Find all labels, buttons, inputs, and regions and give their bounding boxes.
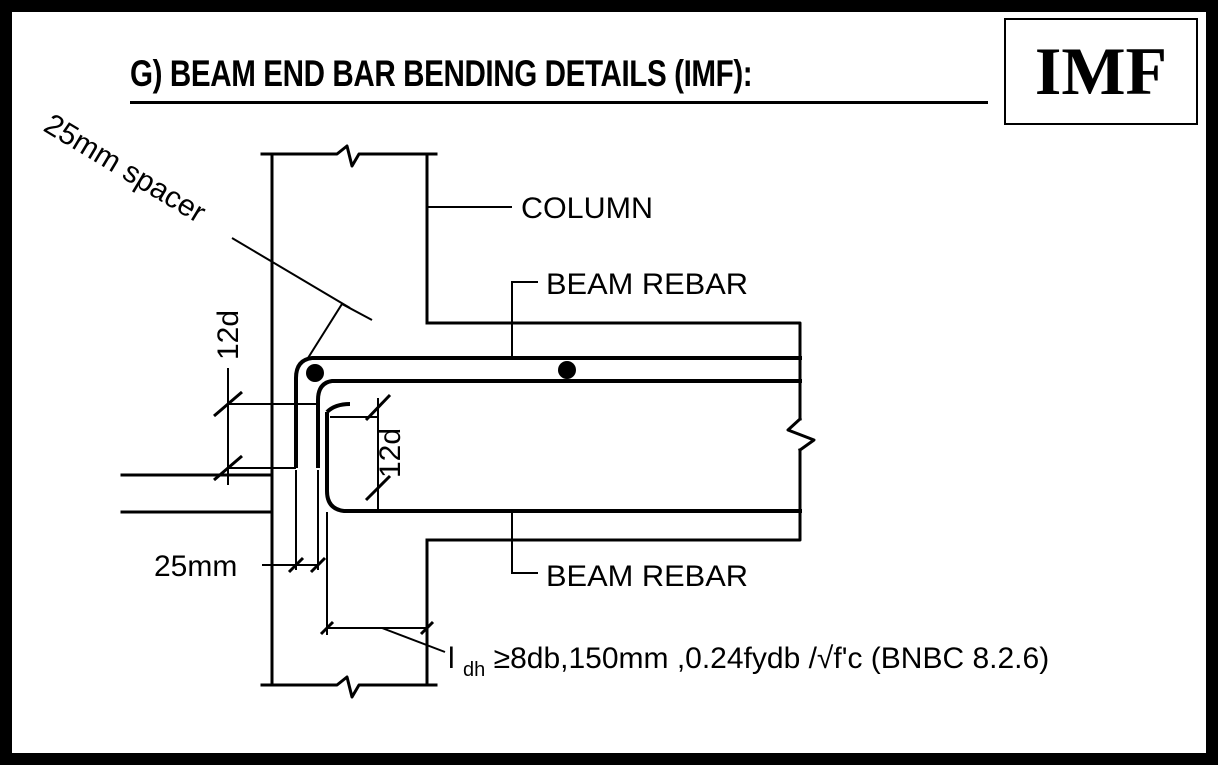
formula-main: ≥8db,150mm ,0.24fydb /√f'c (BNBC 8.2.6) xyxy=(494,642,1050,675)
imf-badge: IMF xyxy=(1004,18,1198,125)
page-title: G) BEAM END BAR BENDING DETAILS (IMF): xyxy=(130,53,753,94)
bottom-rebar-outer xyxy=(325,412,802,513)
bottom-rebar-hook-top xyxy=(325,402,351,414)
spacer-dim-line xyxy=(307,302,373,359)
formula-subscript: dh xyxy=(463,659,485,681)
tick-12d-inner-top xyxy=(364,393,392,422)
tick-25mm-right xyxy=(309,556,327,574)
formula-l: l xyxy=(448,642,455,675)
beam-break xyxy=(786,416,816,453)
beam-rebar-top-leader xyxy=(511,281,538,358)
label-ldh-formula: l dh ≥8db,150mm ,0.24fydb /√f'c (BNBC 8.… xyxy=(448,642,1049,683)
dim-ldh-leader xyxy=(381,627,446,653)
top-rebar-outer xyxy=(294,356,802,468)
column-bottom-break xyxy=(260,675,438,699)
tick-12d-inner-bottom xyxy=(364,474,392,502)
spacer-leader xyxy=(231,237,351,309)
label-beam-rebar-bottom: BEAM REBAR xyxy=(546,560,748,593)
top-rebar-inner xyxy=(316,379,802,468)
tick-ldh-left xyxy=(319,620,335,636)
label-12d-left: 12d xyxy=(212,310,245,360)
label-column: COLUMN xyxy=(521,192,653,225)
beam-right-edge-lower xyxy=(425,448,802,542)
tick-25mm-left xyxy=(287,556,305,574)
rebar-dot-mid xyxy=(558,361,576,379)
beam-rebar-bottom-leader xyxy=(511,511,538,574)
tick-ldh-right xyxy=(419,620,435,636)
tick-12d-left-bottom xyxy=(213,454,243,482)
label-25mm: 25mm xyxy=(154,550,237,583)
beam-top-edge xyxy=(425,321,802,421)
column-top-break xyxy=(260,144,438,168)
rebar-dot-corner xyxy=(306,364,324,382)
label-beam-rebar-top: BEAM REBAR xyxy=(546,268,748,301)
imf-badge-text: IMF xyxy=(1034,33,1168,109)
label-spacer: 25mm spacer xyxy=(38,108,211,230)
tick-12d-left-top xyxy=(213,390,243,418)
title-underline xyxy=(130,101,988,104)
label-12d-inner: 12d xyxy=(374,428,407,478)
